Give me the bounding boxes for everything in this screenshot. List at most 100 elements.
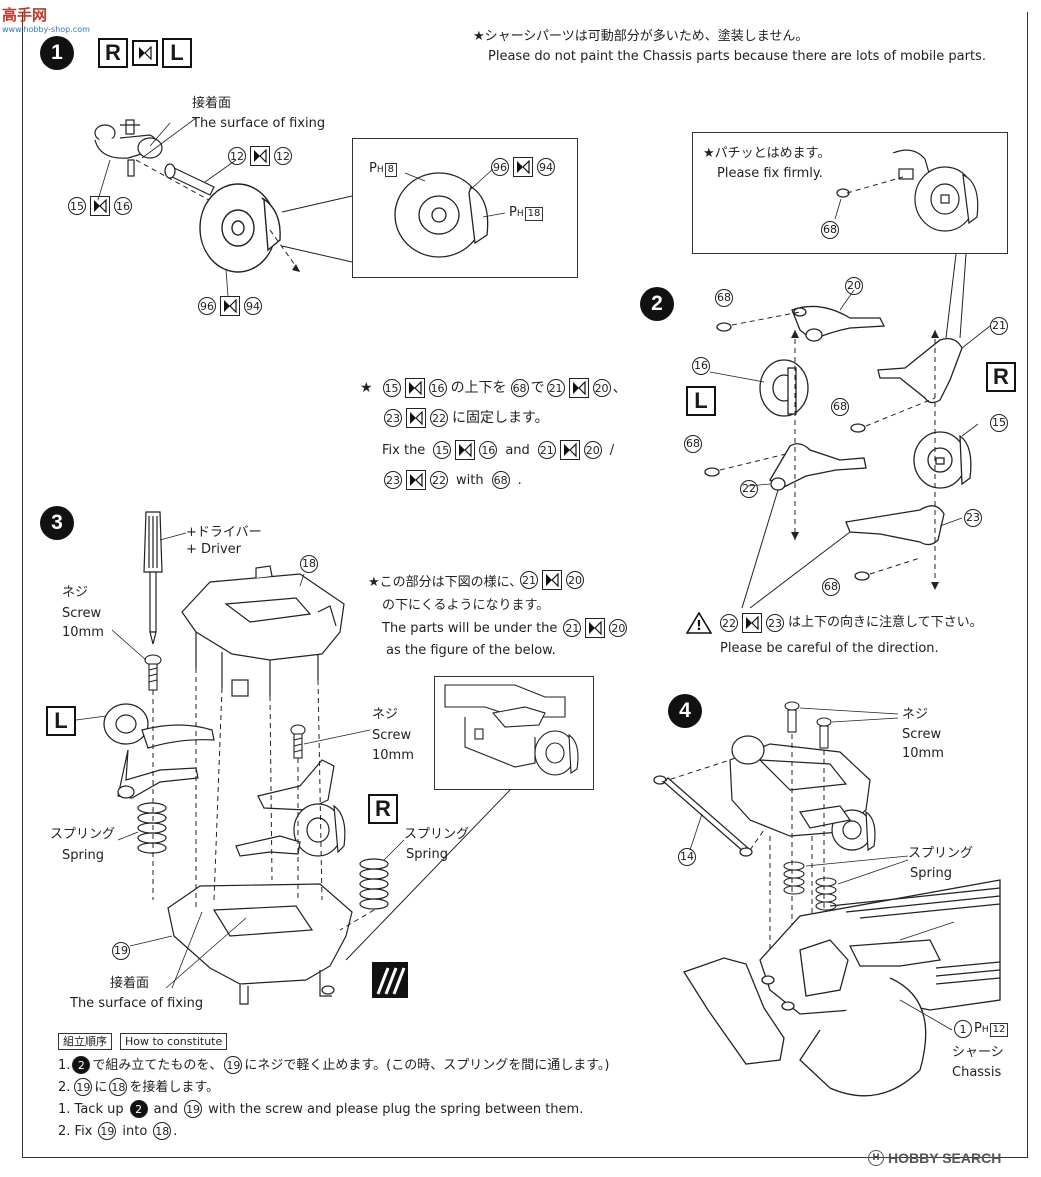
hub-15	[913, 431, 972, 489]
driver-en: + Driver	[186, 542, 242, 557]
order-line-3: 1. Tack up 2 and 19 with the screw and p…	[58, 1100, 584, 1118]
upper-arm-21	[877, 337, 963, 404]
direction-caution: ! 22 23 は上下の向きに注意して下さい。	[686, 612, 983, 634]
step-1-surface-jp: 接着面	[192, 96, 232, 111]
part-label-20: 20	[843, 275, 865, 295]
part-number: 12	[228, 147, 246, 165]
fix-note-line-4: 23 22 with 68 .	[382, 470, 522, 490]
part-label-21: 21	[988, 315, 1010, 335]
watermark-text: HOBBY SEARCH	[888, 1150, 1002, 1166]
pair-icon	[455, 440, 476, 460]
part-number: 20	[566, 571, 584, 589]
driver-jp: +ドライバー	[186, 525, 262, 540]
site-logo-text: 高手网	[2, 6, 48, 24]
order-tags: 組立順序 How to constitute	[58, 1033, 228, 1050]
part-number: 16	[114, 197, 132, 215]
inset-hub-drawing	[834, 149, 979, 232]
step-3-number: 3	[40, 506, 74, 540]
part-label-22: 22	[738, 478, 760, 498]
part-number: 20	[592, 379, 611, 397]
leader-line	[141, 117, 197, 159]
part-label-18: 18	[298, 553, 320, 573]
note-text: with	[456, 472, 484, 488]
part-number: 15	[382, 379, 401, 397]
order-tag-jp: 組立順序	[58, 1033, 112, 1050]
pair-icon	[568, 378, 589, 398]
callout-line	[345, 789, 511, 961]
leader-line	[149, 122, 171, 147]
spring-illustration	[815, 877, 837, 911]
part-number: 21	[563, 619, 582, 637]
spring-left-illustration	[137, 802, 167, 854]
arm-part-illustration	[94, 119, 163, 177]
screw-illustration	[144, 654, 162, 691]
footer-watermark: H HOBBY SEARCH	[868, 1150, 1001, 1166]
leader-line	[204, 159, 237, 183]
step-4-number: 4	[668, 694, 702, 728]
step-3-note-parts: 21 20	[518, 570, 586, 590]
side-l-badge: L	[46, 706, 76, 736]
site-logo: 高手网 www.hobby-shop.com	[2, 4, 90, 34]
part-number: 96	[198, 297, 216, 315]
brake-disc-illustration	[199, 183, 281, 273]
svg-text:!: !	[696, 619, 702, 634]
step-3-note-jp-1: ★この部分は下図の様に、	[368, 575, 523, 590]
step-4-spring-en: Spring	[910, 866, 952, 881]
inset-disc-drawing	[394, 168, 506, 258]
chassis-en: Chassis	[952, 1065, 1002, 1080]
caution-jp: は上下の向きに注意して下さい。	[788, 615, 983, 630]
washer-label: 68	[819, 219, 841, 239]
part-number: 68	[491, 471, 510, 489]
part-number: 12	[274, 147, 292, 165]
step-ref-badge: 2	[129, 1100, 148, 1118]
part-number: 68	[510, 379, 529, 397]
watermark-logo-icon: H	[868, 1150, 884, 1166]
part-number: 23	[384, 471, 402, 489]
step-3-note-en-2: as the figure of the below.	[386, 643, 556, 658]
screw2-size: 10mm	[372, 748, 414, 763]
part-number: 94	[537, 158, 555, 176]
inset-chassis-drawing	[444, 684, 579, 776]
caution-en: Please be careful of the direction.	[720, 641, 939, 656]
part-number: 15	[68, 197, 86, 215]
callout-line	[281, 195, 353, 213]
leader-line	[225, 269, 229, 297]
note-text: Fix the	[382, 442, 426, 458]
step-ref-badge: 2	[72, 1056, 91, 1074]
pair-icon	[220, 296, 240, 316]
part-number: 23	[384, 409, 402, 427]
surface-en: The surface of fixing	[70, 996, 204, 1011]
side-l-badge: L	[162, 38, 192, 68]
order-line-2: 2. 19 に 18 を接着します。	[58, 1078, 220, 1096]
part-number: 18	[153, 1122, 172, 1140]
pair-icon	[406, 470, 426, 490]
part-label-68: 68	[713, 287, 735, 307]
lower-arm-22	[769, 443, 867, 489]
chassis-jp: シャーシ	[952, 1045, 1004, 1060]
callout-line	[281, 245, 353, 263]
fix-note-line-1: ★ 15 16 の上下を 68 で 21 20 、	[360, 378, 627, 398]
fix-note-line-2: 23 22 に固定します。	[382, 408, 549, 428]
screwdriver-illustration	[143, 511, 163, 645]
step-2-inset-frame: ★パチッとはめます。 Please fix firmly. 68	[692, 132, 1008, 254]
step-1-arm-label: 15 16	[66, 196, 134, 216]
leader-line	[97, 159, 111, 201]
paint-notice-en: Please do not paint the Chassis parts be…	[488, 49, 986, 64]
part-number: 21	[520, 571, 538, 589]
step-3-inset-frame	[434, 676, 594, 790]
note-text: の上下を	[450, 380, 507, 396]
step-1-pin-label: 12 12	[226, 146, 294, 166]
side-r-badge: R	[368, 794, 398, 824]
pair-icon	[406, 408, 426, 428]
page-frame	[22, 12, 1028, 1158]
pin-part-illustration	[164, 163, 215, 196]
step-3-note-jp-2: の下にくるようになります。	[382, 598, 550, 613]
part-number: 20	[583, 441, 602, 459]
part-label-14: 14	[676, 846, 698, 866]
fix-note-line-3: Fix the 15 16 and 21 20 /	[382, 440, 614, 460]
note-text: and	[505, 442, 530, 458]
